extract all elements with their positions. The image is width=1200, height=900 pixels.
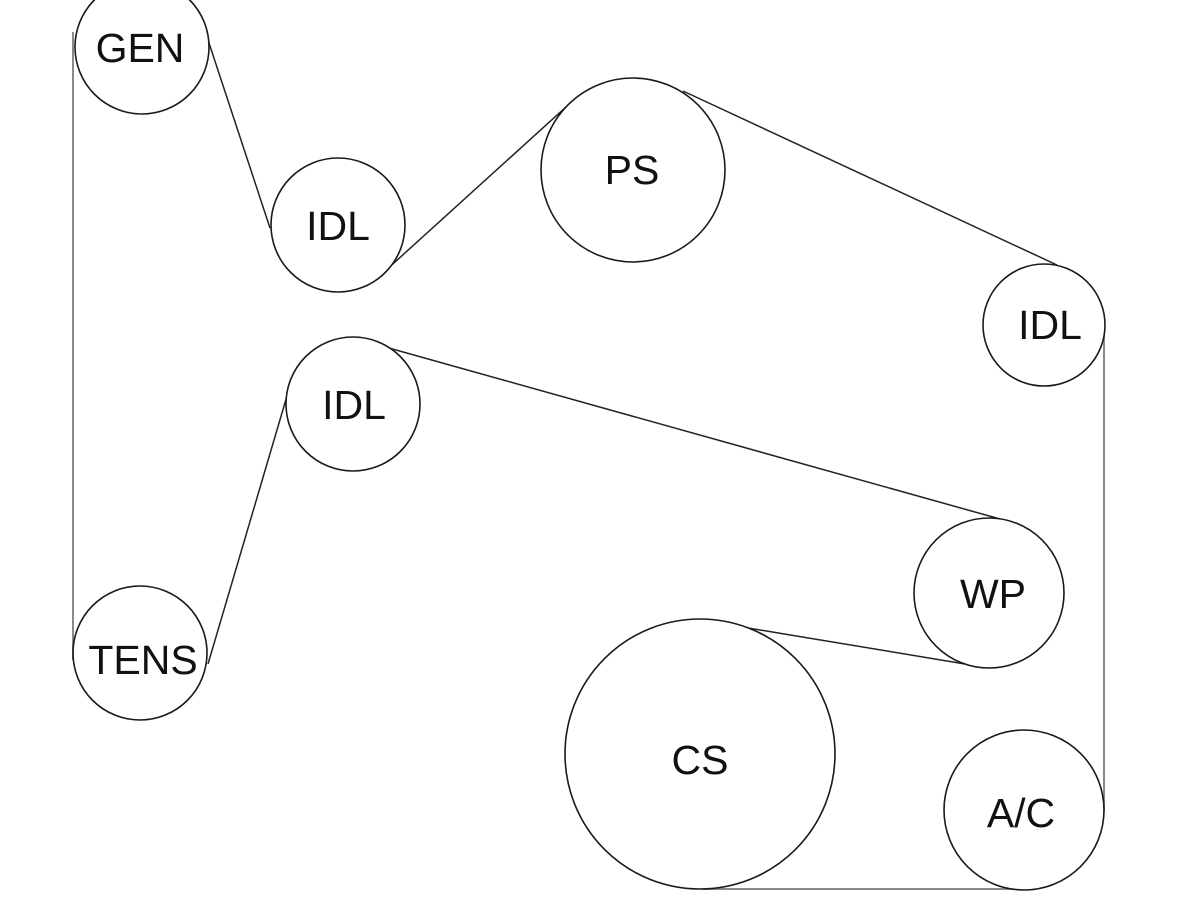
pulley-idl-middle-label: IDL <box>322 382 386 428</box>
pulley-ps-circle <box>540 77 726 263</box>
pulley-cs-circle <box>564 618 836 890</box>
pulley-idl-upper-circle <box>270 157 406 293</box>
pulley-ac-label: A/C <box>987 790 1055 836</box>
pulley-ac: A/C <box>943 729 1105 891</box>
belt <box>72 32 1105 890</box>
pulley-idl-right-circle <box>982 263 1106 387</box>
pulley-wp: WP <box>913 517 1065 669</box>
pulley-idl-middle: IDL <box>285 336 421 472</box>
pulley-wp-label: WP <box>960 571 1026 617</box>
pulley-idl-upper: IDL <box>270 157 406 293</box>
pulley-idl-upper-label: IDL <box>306 203 370 249</box>
pulley-ac-circle <box>943 729 1105 891</box>
pulley-gen-label: GEN <box>96 25 185 71</box>
pulley-tens: TENS <box>72 585 208 721</box>
pulley-gen: GEN <box>74 0 210 115</box>
pulley-ps-label: PS <box>605 147 660 193</box>
pulley-tens-label: TENS <box>88 637 197 683</box>
pulley-cs-label: CS <box>672 737 729 783</box>
belt-segment-wp-idl-middle <box>377 344 1001 520</box>
pulley-tens-circle <box>72 585 208 721</box>
pulley-idl-right: IDL <box>982 263 1106 387</box>
pulley-cs: CS <box>564 618 836 890</box>
belt-segment-idl-middle-tens <box>207 395 288 665</box>
pulley-idl-middle-circle <box>285 336 421 472</box>
belt-segment-gen-idl-upper <box>207 39 271 229</box>
belt-segment-ps-idl-right <box>682 90 1058 266</box>
pulley-idl-right-label: IDL <box>1018 302 1082 348</box>
pulley-gen-circle <box>74 0 210 115</box>
pulley-wp-circle <box>913 517 1065 669</box>
pulley-ps: PS <box>540 77 726 263</box>
belt-segment-idl-upper-ps <box>383 96 578 273</box>
